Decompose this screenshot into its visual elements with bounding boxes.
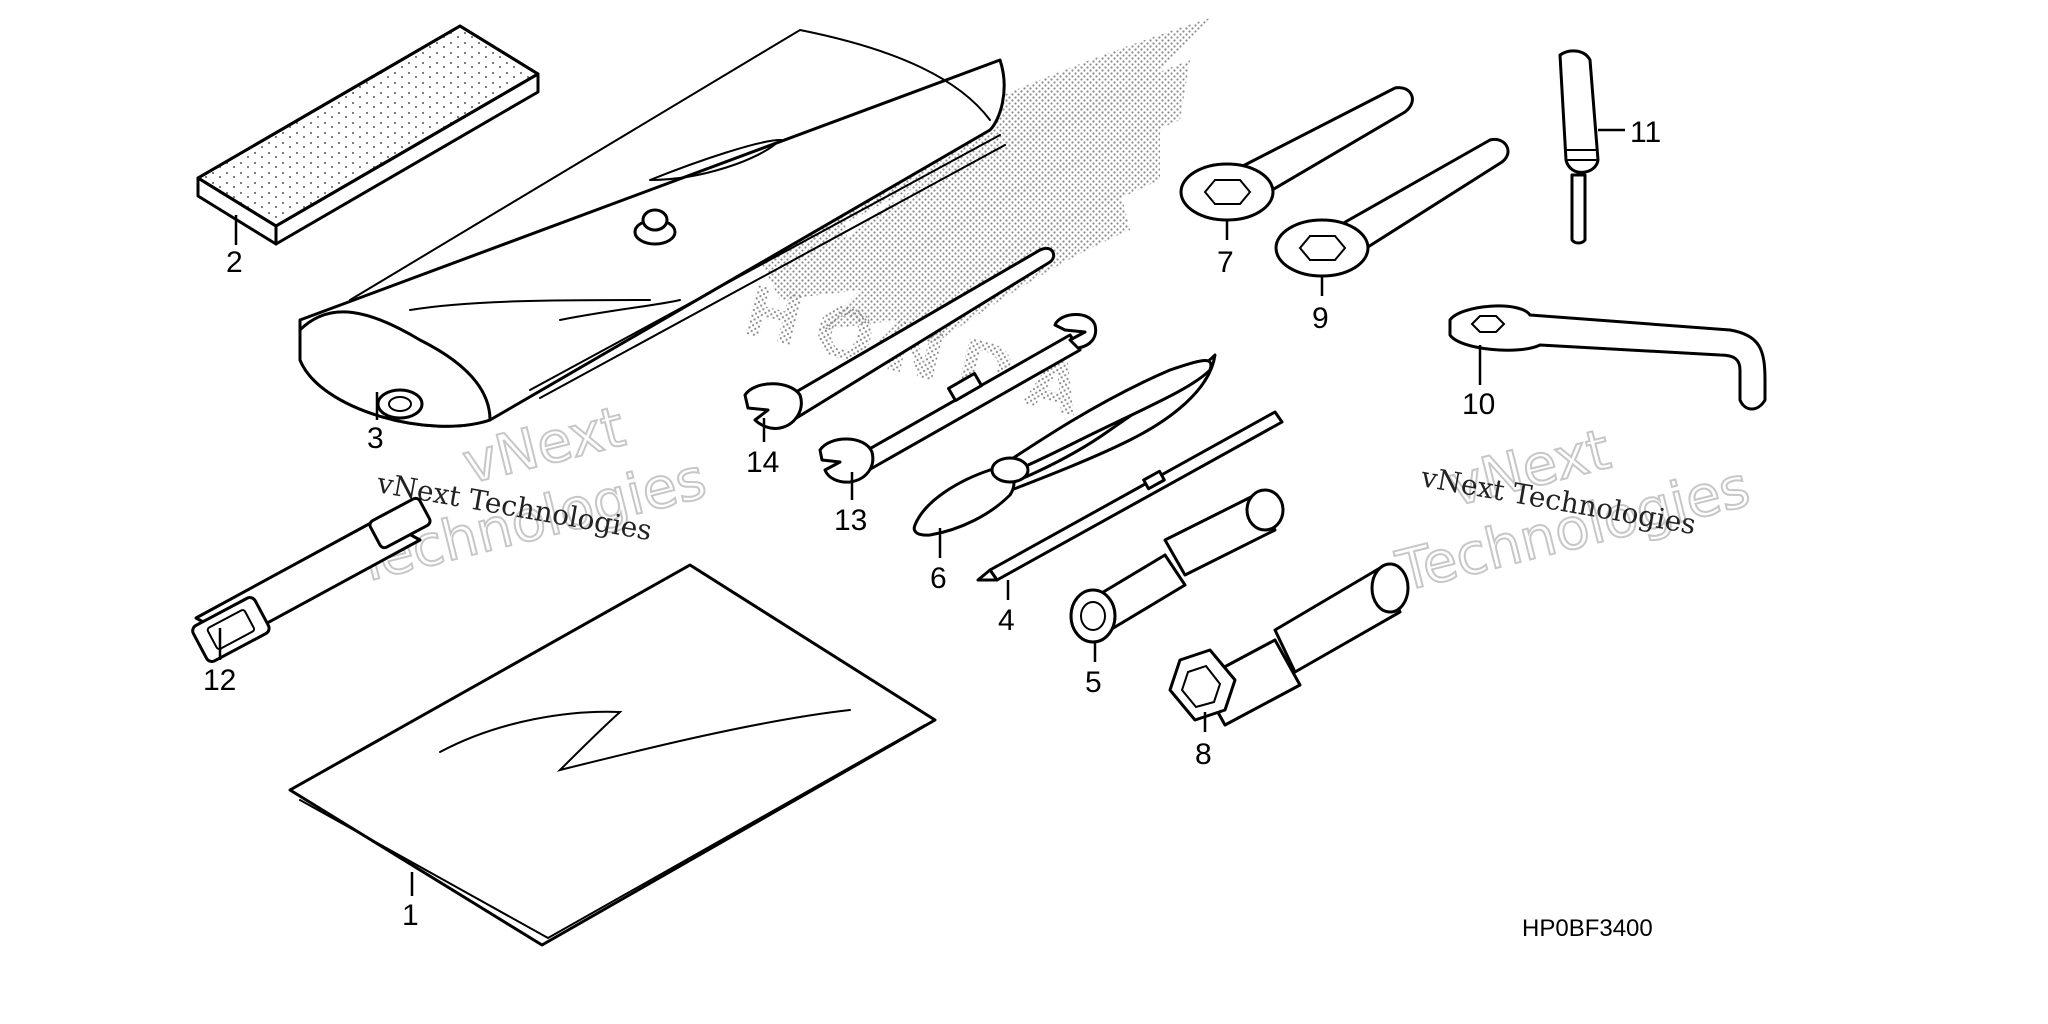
part-13-wrench <box>818 313 1098 484</box>
callout-7: 7 <box>1217 246 1234 279</box>
callout-5: 5 <box>1085 666 1102 699</box>
part-6-pliers <box>912 353 1217 537</box>
callout-1: 1 <box>402 899 419 932</box>
part-2-foam-pad <box>196 24 540 246</box>
part-4-screwdriver-shaft <box>976 410 1284 582</box>
callout-14: 14 <box>746 446 779 479</box>
callout-11: 11 <box>1630 116 1661 149</box>
callout-2: 2 <box>226 246 243 279</box>
part-12-strap <box>191 496 432 664</box>
callout-6: 6 <box>930 562 947 595</box>
callout-9: 9 <box>1312 302 1329 335</box>
part-5-screwdriver-handle <box>1069 488 1285 644</box>
part-14-wrench <box>743 247 1056 430</box>
callout-3: 3 <box>367 422 384 455</box>
callout-13: 13 <box>834 504 867 537</box>
part-11-small-driver <box>1558 49 1600 245</box>
callout-8: 8 <box>1195 738 1212 771</box>
part-1-manual-bag <box>288 563 937 947</box>
callouts: 2 3 12 1 14 13 6 4 5 8 7 9 10 11 <box>203 116 1661 932</box>
part-3-tool-bag <box>298 28 1006 428</box>
drawing-code: HP0BF3400 <box>1522 915 1653 942</box>
callout-10: 10 <box>1462 388 1495 421</box>
part-8-plug-wrench <box>1168 562 1410 727</box>
part-10-bent-tool <box>1448 304 1767 411</box>
callout-12: 12 <box>203 664 236 697</box>
part-7-wrench <box>1179 86 1414 222</box>
callout-4: 4 <box>998 604 1015 637</box>
